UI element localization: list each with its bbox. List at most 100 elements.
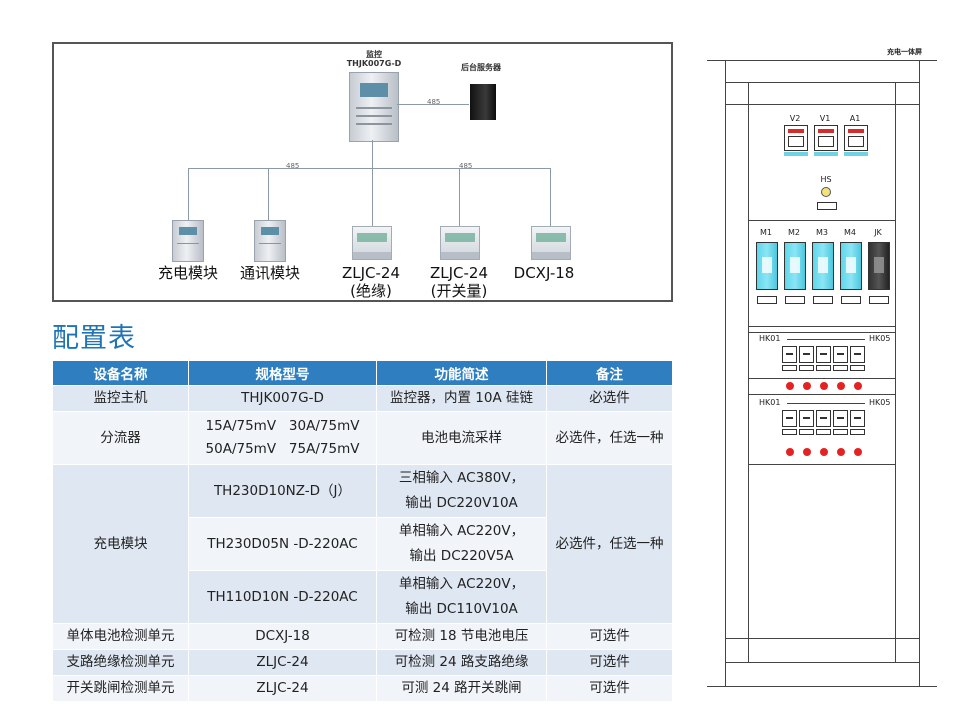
- switch: [816, 346, 831, 363]
- breaker-m1: [756, 242, 778, 290]
- monitor-device: [349, 72, 399, 142]
- indicator-lamp: [821, 187, 831, 197]
- breaker-plate: [813, 296, 833, 304]
- table-header-row: 设备名称 规格型号 功能简述 备注: [52, 360, 673, 386]
- frame-line: [725, 104, 919, 105]
- breaker-label: M1: [760, 228, 772, 237]
- func-line: 输出 DC110V10A: [405, 601, 518, 617]
- breaker-plate: [757, 296, 777, 304]
- switch: [850, 346, 865, 363]
- func-line: 输出 DC220V10A: [405, 495, 518, 511]
- cell-name: 单体电池检测单元: [52, 623, 189, 650]
- module-caption: DCXJ-18: [513, 264, 575, 282]
- voltmeter-v2: [784, 125, 808, 151]
- module-caption: ZLJC-24: [429, 264, 489, 282]
- cell-model: DCXJ-18: [188, 623, 377, 650]
- section-divider: [748, 464, 895, 465]
- link-485-label: 485: [427, 98, 441, 106]
- switch-plate: [782, 365, 797, 371]
- breaker-label: JK: [874, 228, 882, 237]
- meter-label: V2: [789, 114, 801, 123]
- monitor-label: 监控: [366, 50, 382, 59]
- module-caption-sub: (绝缘): [350, 282, 392, 300]
- switch: [799, 346, 814, 363]
- breaker-plate: [785, 296, 805, 304]
- switch-row-left-label: HK01: [759, 398, 781, 407]
- switch-plate: [833, 365, 848, 371]
- module-caption: 充电模块: [157, 264, 218, 282]
- meter-label: V1: [819, 114, 831, 123]
- drop-line: [268, 168, 269, 222]
- server-device: [470, 84, 496, 120]
- cell-model: TH230D05N -D-220AC: [188, 517, 377, 571]
- breaker-plate: [869, 296, 889, 304]
- section-divider: [748, 220, 895, 221]
- header-cell: 功能简述: [376, 360, 547, 386]
- cell-model: ZLJC-24: [188, 649, 377, 676]
- switch-plate: [782, 429, 797, 435]
- cell-note: 必选件，任选一种: [546, 411, 673, 465]
- module-caption: 通讯模块: [239, 264, 300, 282]
- frame-line: [725, 82, 919, 83]
- cell-func: 三相输入 AC380V， 输出 DC220V10A: [376, 464, 547, 518]
- breaker-plate: [841, 296, 861, 304]
- drop-line: [372, 168, 373, 226]
- lamp-plate: [817, 202, 837, 210]
- voltmeter-v1: [814, 125, 838, 151]
- comm-module-device: [254, 220, 286, 262]
- section-divider: [748, 378, 895, 379]
- red-indicator: [820, 448, 828, 456]
- cell-func: 单相输入 AC220V， 输出 DC110V10A: [376, 570, 547, 624]
- frame-line: [725, 60, 726, 686]
- link-monitor-server: [397, 104, 469, 105]
- breaker-m3: [812, 242, 834, 290]
- cell-name: 分流器: [52, 411, 189, 465]
- lamp-label: HS: [820, 175, 832, 184]
- red-indicator: [820, 382, 828, 390]
- drop-line: [459, 168, 460, 226]
- cell-model: TH110D10N -D-220AC: [188, 570, 377, 624]
- section-divider: [748, 326, 895, 327]
- switch-row-right-label: HK05: [869, 398, 891, 407]
- red-indicator: [837, 382, 845, 390]
- switch: [850, 410, 865, 427]
- switch: [833, 410, 848, 427]
- meter-plate: [814, 152, 838, 156]
- breaker-label: M2: [788, 228, 800, 237]
- server-label: 后台服务器: [461, 63, 501, 72]
- cell-name: 充电模块: [52, 464, 189, 624]
- zljc-insulation-device: [352, 226, 392, 260]
- switch-plate: [799, 429, 814, 435]
- monitor-drop-line: [372, 140, 373, 168]
- section-divider: [748, 332, 895, 333]
- config-table: 设备名称 规格型号 功能简述 备注 监控主机 THJK007G-D 监控器，内置…: [52, 360, 673, 702]
- switch: [833, 346, 848, 363]
- cell-name: 监控主机: [52, 385, 189, 412]
- cabinet-drawing: 充电一体屏 V2 V1 A1 HS M1 M2 M3 M4 JK HK01 HK…: [707, 42, 937, 692]
- cell-func: 单相输入 AC220V， 输出 DC220V5A: [376, 517, 547, 571]
- system-diagram: 监控 THJK007G-D 后台服务器 485 485 485 充电模块 通讯模…: [52, 42, 673, 302]
- cell-note: 必选件: [546, 385, 673, 412]
- charging-module-device: [172, 220, 204, 262]
- header-cell: 备注: [546, 360, 673, 386]
- bus-line: [188, 168, 550, 169]
- switch-plate: [850, 365, 865, 371]
- ammeter-a1: [844, 125, 868, 151]
- zljc-switch-device: [440, 226, 480, 260]
- cell-func: 可检测 24 路支路绝缘: [376, 649, 547, 676]
- cell-func: 电池电流采样: [376, 411, 547, 465]
- breaker-label: M3: [816, 228, 828, 237]
- drop-line: [550, 168, 551, 226]
- red-indicator: [837, 448, 845, 456]
- monitor-model-label: THJK007G-D: [346, 59, 402, 68]
- func-line: 单相输入 AC220V，: [398, 576, 525, 592]
- switch: [816, 410, 831, 427]
- frame-line: [725, 638, 919, 639]
- switch-row-right-label: HK05: [869, 334, 891, 343]
- table-row: 监控主机 THJK007G-D 监控器，内置 10A 硅链 必选件: [52, 385, 673, 412]
- config-table-title: 配置表: [52, 323, 136, 354]
- table-row: 支路绝缘检测单元 ZLJC-24 可检测 24 路支路绝缘 可选件: [52, 649, 673, 676]
- frame-line: [919, 60, 920, 686]
- breaker-m2: [784, 242, 806, 290]
- cell-name: 支路绝缘检测单元: [52, 649, 189, 676]
